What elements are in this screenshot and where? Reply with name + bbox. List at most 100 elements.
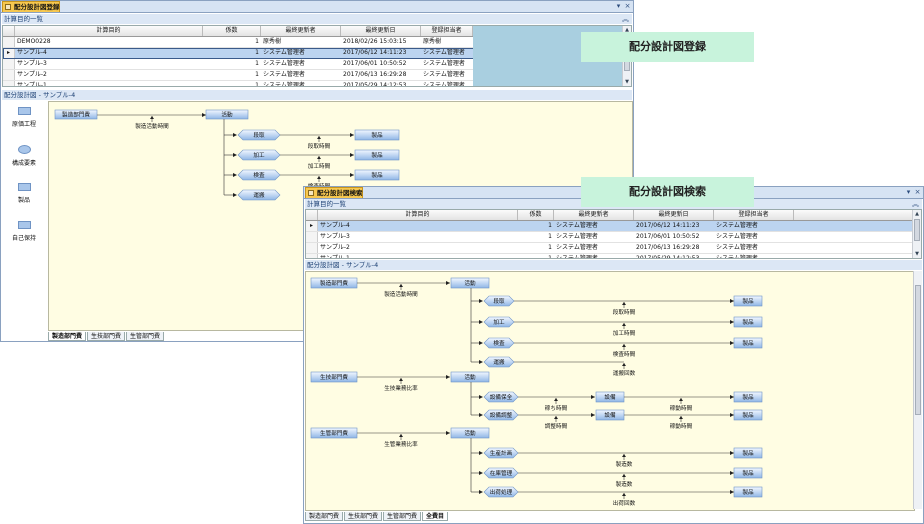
cost-tab[interactable]: 生技部門費: [87, 332, 126, 341]
form-icon: [5, 4, 11, 10]
table-cell: 1: [548, 244, 552, 251]
arrow-head-icon: [622, 344, 626, 347]
column-header[interactable]: 最終更新日: [634, 210, 714, 220]
table-cell: 1: [255, 38, 259, 45]
diagram-label: 生管業務比率: [384, 440, 418, 448]
diagram-canvas[interactable]: 製造部門費活動製造活動時間段取製品段取時間加工製品加工時間検査製品検査時間運搬運…: [306, 272, 915, 511]
table-cell: システム管理者: [556, 233, 598, 240]
table-cell: サンプル-4: [320, 222, 350, 229]
table-cell: システム管理者: [423, 60, 465, 67]
scroll-down-icon[interactable]: ▼: [915, 251, 919, 257]
arrow-head-icon: [479, 471, 483, 475]
palette-product[interactable]: 製品: [2, 183, 46, 204]
tab-dropdown-button[interactable]: ▾: [906, 188, 911, 196]
allocation-diagram[interactable]: 製造部門費活動製造活動時間段取製品段取時間加工製品加工時間検査製品検査時間運搬運…: [305, 271, 915, 511]
column-header[interactable]: 係数: [203, 26, 261, 36]
arrow-head-icon: [679, 416, 683, 419]
diagram-label: 稼動時間: [670, 404, 693, 412]
diagram-scrollbar[interactable]: [913, 271, 922, 509]
table-cell: 2017/06/13 16:29:28: [343, 71, 407, 78]
row-selector[interactable]: ▸: [306, 221, 318, 231]
row-header-corner: [3, 26, 15, 36]
cost-tab[interactable]: 生管部門費: [383, 512, 422, 521]
cost-tab[interactable]: 生管部門費: [126, 332, 165, 341]
column-header[interactable]: 係数: [518, 210, 554, 220]
row-selector[interactable]: [306, 254, 318, 258]
close-button[interactable]: ×: [624, 2, 631, 10]
table-cell: 1: [255, 49, 259, 56]
diagram-label: 生管部門費: [320, 429, 348, 437]
palette-process[interactable]: 原価工程: [2, 107, 46, 128]
palette-self-hold[interactable]: 自己保持: [2, 221, 46, 242]
self-hold-shape-icon: [17, 221, 31, 229]
row-header-corner: [306, 210, 318, 220]
diagram-label: 運搬回数: [613, 369, 636, 377]
process-node: [237, 169, 281, 181]
collapse-icon[interactable]: ︽: [622, 15, 629, 23]
process-node: [483, 295, 515, 307]
close-button[interactable]: ×: [914, 188, 921, 196]
table-cell: 原秀樹: [423, 38, 442, 45]
collapse-icon[interactable]: ︽: [912, 200, 919, 208]
grid-scrollbar[interactable]: ▲ ▼: [912, 210, 921, 258]
scroll-up-icon[interactable]: ▲: [625, 27, 629, 33]
arrow-head-icon: [730, 341, 734, 345]
search-doc-tab[interactable]: 配分設計図検索: [305, 187, 363, 198]
cost-tab[interactable]: 生技部門費: [344, 512, 383, 521]
cost-tab[interactable]: 製造部門費: [48, 332, 87, 341]
diagram-label: 稼動時間: [670, 422, 693, 430]
register-callout: 配分設計図登録: [581, 32, 754, 62]
product-node: [354, 169, 400, 181]
register-doc-tab[interactable]: 配分設計図登録: [2, 1, 60, 12]
diagram-label: 設備調整: [490, 411, 513, 419]
row-selector[interactable]: [3, 37, 15, 47]
row-selector[interactable]: ▸: [3, 48, 15, 58]
column-header[interactable]: 登録担当者: [421, 26, 473, 36]
arrow-head-icon: [622, 363, 626, 366]
column-header[interactable]: 計算目的: [15, 26, 203, 36]
column-header[interactable]: 最終更新者: [261, 26, 341, 36]
cost-tab[interactable]: 全費目: [422, 512, 449, 521]
palette-component[interactable]: 構成要素: [2, 145, 46, 167]
column-header[interactable]: 最終更新日: [341, 26, 421, 36]
diagram-label: 検査: [253, 171, 265, 179]
cost-tab[interactable]: 製造部門費: [305, 512, 344, 521]
scroll-up-icon[interactable]: ▲: [915, 211, 919, 217]
column-header[interactable]: 登録担当者: [714, 210, 794, 220]
row-selector[interactable]: [3, 70, 15, 80]
row-selector[interactable]: [3, 81, 15, 86]
scroll-thumb[interactable]: [915, 285, 921, 415]
arrow-head-icon: [350, 173, 354, 177]
process-shape-icon: [17, 107, 31, 115]
diagram-label: 製造活動時間: [384, 290, 418, 298]
product-node: [354, 129, 400, 141]
row-selector[interactable]: [306, 243, 318, 253]
diagram-label: 製品: [742, 339, 754, 347]
arrow-head-icon: [399, 434, 403, 437]
activity-node: [205, 109, 249, 120]
arrow-head-icon: [233, 173, 237, 177]
table-cell: 2017/06/13 16:29:28: [636, 244, 700, 251]
tab-dropdown-button[interactable]: ▾: [616, 2, 621, 10]
arrow-head-icon: [233, 153, 237, 157]
row-selector[interactable]: [306, 232, 318, 242]
column-header[interactable]: 最終更新者: [554, 210, 634, 220]
table-cell: DEMO0228: [17, 38, 51, 45]
scroll-thumb[interactable]: [914, 219, 920, 241]
column-header[interactable]: 計算目的: [318, 210, 518, 220]
row-selector[interactable]: [3, 59, 15, 69]
scroll-down-icon[interactable]: ▼: [625, 79, 629, 85]
activity-node: [450, 371, 490, 383]
process-node: [237, 129, 281, 141]
